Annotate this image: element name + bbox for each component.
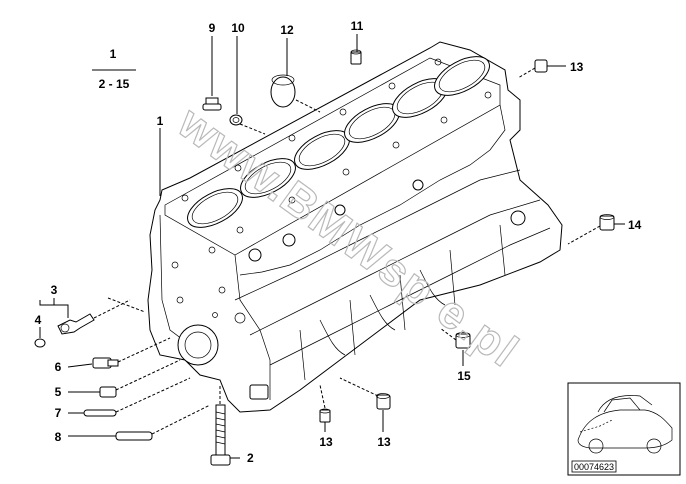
sealing-ring-10	[229, 114, 243, 126]
thumbnail-code: 00074623	[574, 462, 614, 472]
dowel-13-left	[319, 408, 331, 423]
sensor-3	[57, 313, 95, 335]
callout-label: 2	[247, 451, 254, 465]
sleeve-5	[99, 386, 117, 398]
callout-labels: 1 2 3 4 5 6 7 8 9 10 11 12 13 13 13 14 1…	[35, 19, 642, 465]
dowel-pin-7	[83, 409, 117, 417]
callout-label: 7	[55, 406, 62, 420]
leader-lines	[39, 34, 625, 459]
callout-label: 3	[51, 283, 58, 297]
plug-9	[202, 97, 222, 111]
callout-label: 6	[55, 360, 62, 374]
dowel-11	[350, 49, 362, 65]
sleeve-13-top	[534, 59, 548, 73]
sleeve-15	[455, 332, 471, 349]
callout-label: 8	[55, 430, 62, 444]
callout-label: 13	[319, 435, 333, 449]
assembly-reference: 1 2 - 15	[92, 47, 136, 91]
dowel-pin-8	[115, 431, 153, 441]
assembly-ref-range: 2 - 15	[99, 77, 130, 91]
callout-label: 10	[231, 21, 245, 35]
cap-12	[270, 74, 296, 108]
plug-6	[92, 357, 119, 369]
sealing-ring-4	[34, 338, 46, 348]
callout-label: 13	[377, 435, 391, 449]
callout-label: 14	[628, 218, 642, 232]
callout-label: 12	[280, 23, 294, 37]
sleeve-14	[599, 214, 615, 231]
sleeve-13-right	[376, 393, 391, 410]
bolt-2	[210, 404, 231, 466]
callout-label: 5	[55, 385, 62, 399]
callout-label: 13	[570, 60, 584, 74]
engine-block	[147, 41, 563, 413]
callout-label: 9	[209, 21, 216, 35]
callout-label: 15	[457, 369, 471, 383]
callout-label: 11	[351, 19, 364, 33]
vehicle-thumbnail: 00074623	[567, 382, 681, 476]
callout-label: 1	[157, 114, 164, 128]
callout-label: 4	[35, 313, 42, 327]
assembly-ref-top: 1	[110, 47, 117, 61]
